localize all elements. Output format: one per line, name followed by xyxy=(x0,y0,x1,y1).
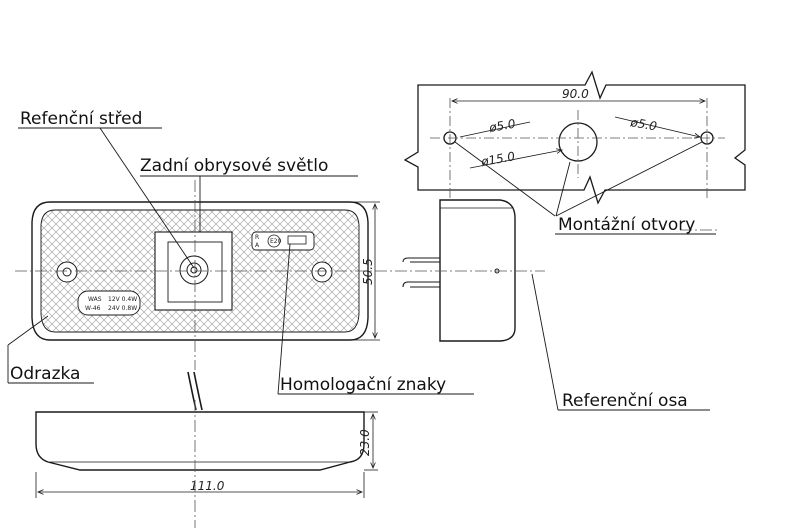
marking-spec-24v: 24V 0.8W xyxy=(108,305,137,312)
dim-hole-spacing: 90.0 xyxy=(562,87,589,101)
marking-code-a: R xyxy=(255,234,259,241)
approval-plate xyxy=(251,231,315,251)
template-centerlines xyxy=(430,98,725,200)
front-mount-hole-left xyxy=(56,261,78,283)
marking-plate xyxy=(77,290,141,316)
dim-length: 111.0 xyxy=(190,479,225,493)
bottom-dimensions xyxy=(35,411,378,498)
mounting-template xyxy=(403,70,746,205)
marking-spec-12v: 12V 0.4W xyxy=(108,296,137,303)
template-dimension-lines xyxy=(452,101,705,169)
label-reference-axis: Referenční osa xyxy=(562,391,688,411)
label-rear-marker-light: Zadní obrysové světlo xyxy=(140,156,328,176)
leader-lines xyxy=(7,127,716,411)
marking-model: W-46 xyxy=(85,305,101,312)
dim-hole-diameter-left: ø5.0 xyxy=(487,117,517,136)
dim-center-hole-diameter: ø15.0 xyxy=(479,149,516,169)
dim-height: 50.5 xyxy=(361,258,375,285)
lamp-side-view xyxy=(402,199,516,342)
dim-hole-diameter-right: ø5.0 xyxy=(628,115,658,134)
lamp-front-view xyxy=(31,201,369,341)
marking-brand: WAS xyxy=(88,296,102,303)
marking-code-b: A xyxy=(255,242,260,249)
front-mount-hole-right xyxy=(311,261,333,283)
label-mounting-holes: Montážní otvory xyxy=(558,215,695,235)
centerlines xyxy=(15,180,720,528)
marking-approval: E20 xyxy=(270,238,282,245)
label-homologation-marks: Homologační znaky xyxy=(280,375,446,395)
label-reference-center: Refenční střed xyxy=(20,109,142,129)
dim-depth: 23.0 xyxy=(358,429,372,456)
label-reflector: Odrazka xyxy=(10,364,80,384)
